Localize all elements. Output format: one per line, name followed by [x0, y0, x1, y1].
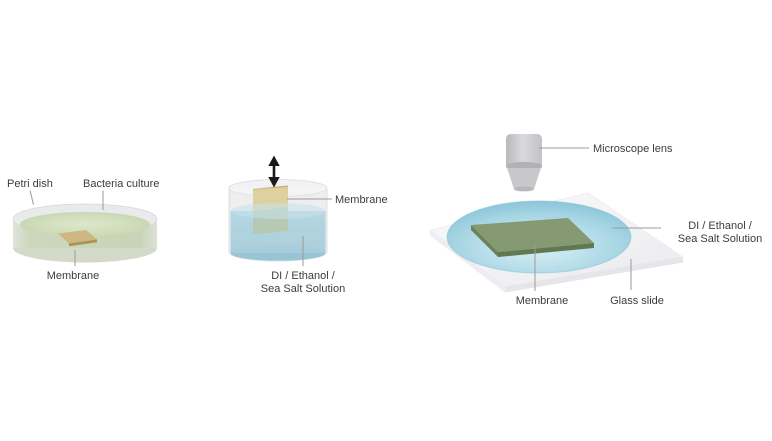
membrane-on-slide-edge-front	[498, 243, 594, 257]
glass-slide-edge-right	[505, 257, 683, 293]
leader-line	[29, 190, 34, 205]
step1-leader-lines	[29, 190, 104, 266]
lens-barrel	[506, 134, 542, 167]
bacteria-culture	[20, 212, 150, 237]
step2-labels: Membrane DI / Ethanol / Sea Salt Solutio…	[261, 194, 388, 295]
step2-leader-lines	[287, 198, 332, 266]
membrane-in-dish	[58, 230, 97, 244]
microscope-lens	[506, 134, 542, 192]
petri-dish-step: Petri dish Bacteria culture Membrane	[7, 178, 159, 282]
solution-bottom	[230, 245, 326, 261]
lens-tip	[514, 186, 534, 192]
membrane-label: Membrane	[516, 295, 569, 307]
lens-cone	[507, 168, 541, 189]
bacteria-culture-label: Bacteria culture	[83, 178, 159, 190]
solution-label-line2: Sea Salt Solution	[261, 283, 345, 295]
solution-label-line2: Sea Salt Solution	[678, 233, 762, 245]
petri-dish-label: Petri dish	[7, 178, 53, 190]
membrane-on-slide	[471, 218, 594, 252]
up-down-arrow-icon	[268, 155, 280, 188]
solution-surface	[230, 203, 326, 219]
dipping-step: Membrane DI / Ethanol / Sea Salt Solutio…	[228, 155, 388, 295]
membrane-label: Membrane	[335, 194, 388, 206]
membrane-top-edge	[252, 185, 289, 190]
step3-labels: Microscope lens DI / Ethanol / Sea Salt …	[516, 143, 762, 307]
solution-label-line1: DI / Ethanol /	[271, 270, 336, 282]
membrane-label: Membrane	[47, 270, 100, 282]
membrane-in-dish-edge	[69, 239, 97, 247]
step3-leader-lines	[534, 147, 661, 291]
glass-slide-edge-left	[430, 230, 505, 293]
microscope-lens-label: Microscope lens	[593, 143, 673, 155]
beaker-glass-highlight	[229, 188, 327, 253]
glass-slide-label: Glass slide	[610, 295, 664, 307]
solution-label-line1: DI / Ethanol /	[688, 220, 753, 232]
step1-labels: Petri dish Bacteria culture Membrane	[7, 178, 159, 282]
membrane-on-slide-edge-left	[471, 225, 498, 257]
microscope-step: Microscope lens DI / Ethanol / Sea Salt …	[429, 134, 762, 307]
